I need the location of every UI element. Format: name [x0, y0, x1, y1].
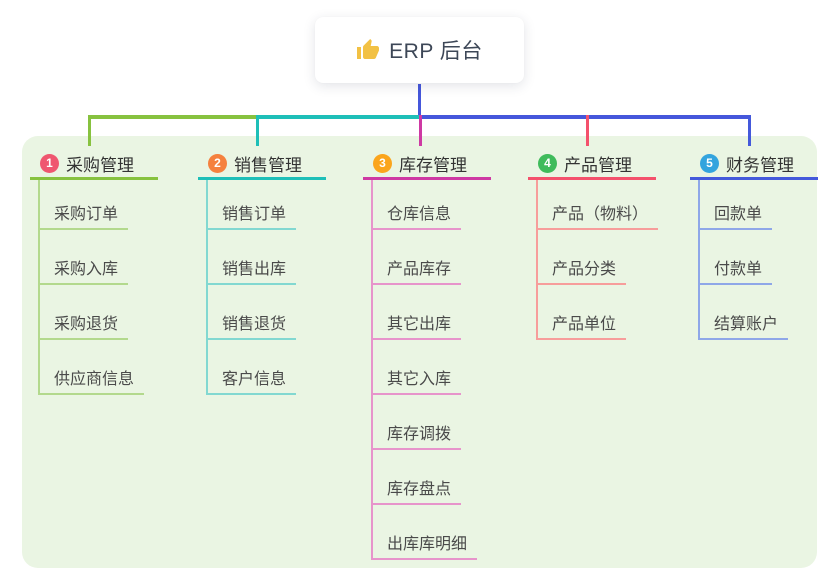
branch-number-badge: 3	[373, 154, 392, 173]
connector-bus-segment	[419, 115, 751, 119]
child-node[interactable]: 其它入库	[371, 370, 462, 395]
branch-title-label: 销售管理	[234, 156, 302, 175]
branch-number-badge: 2	[208, 154, 227, 173]
branch-title-node[interactable]: 1 采购管理	[30, 150, 158, 180]
mindmap-panel	[22, 136, 817, 568]
branch-number-badge: 4	[538, 154, 557, 173]
child-node[interactable]: 供应商信息	[38, 370, 145, 395]
child-node[interactable]: 库存盘点	[371, 480, 462, 505]
branch-rail	[536, 180, 538, 339]
connector-branch-drop	[256, 115, 259, 146]
branch-title-label: 产品管理	[564, 156, 632, 175]
branch-title-node[interactable]: 3 库存管理	[363, 150, 491, 180]
child-node[interactable]: 产品（物料）	[536, 205, 659, 230]
branch-rail	[698, 180, 700, 339]
child-node[interactable]: 销售退货	[206, 315, 297, 340]
root-node[interactable]: ERP 后台	[315, 17, 524, 83]
child-node[interactable]: 销售出库	[206, 260, 297, 285]
child-node[interactable]: 产品分类	[536, 260, 627, 285]
branch-title-label: 库存管理	[399, 156, 467, 175]
connector-branch-drop	[748, 115, 751, 146]
child-node[interactable]: 出库库明细	[371, 535, 478, 560]
child-node[interactable]: 回款单	[698, 205, 773, 230]
branch-title-node[interactable]: 4 产品管理	[528, 150, 656, 180]
child-node[interactable]: 结算账户	[698, 315, 789, 340]
branch-title-node[interactable]: 2 销售管理	[198, 150, 326, 180]
thumbs-up-icon	[357, 39, 380, 59]
child-node[interactable]: 采购退货	[38, 315, 129, 340]
branch-rail	[38, 180, 40, 394]
child-node[interactable]: 付款单	[698, 260, 773, 285]
child-node[interactable]: 采购入库	[38, 260, 129, 285]
child-node[interactable]: 客户信息	[206, 370, 297, 395]
connector-bus-segment	[256, 115, 419, 119]
connector-branch-drop	[419, 115, 422, 146]
child-node[interactable]: 其它出库	[371, 315, 462, 340]
connector-root-line	[418, 84, 421, 115]
branch-title-label: 采购管理	[66, 156, 134, 175]
connector-branch-drop	[88, 115, 91, 146]
child-node[interactable]: 库存调拨	[371, 425, 462, 450]
root-node-label: ERP 后台	[389, 40, 483, 63]
connector-bus-segment	[88, 115, 256, 119]
child-node[interactable]: 采购订单	[38, 205, 129, 230]
connector-branch-drop	[586, 115, 589, 146]
child-node[interactable]: 仓库信息	[371, 205, 462, 230]
branch-rail	[371, 180, 373, 559]
child-node[interactable]: 销售订单	[206, 205, 297, 230]
branch-number-badge: 1	[40, 154, 59, 173]
branch-title-node[interactable]: 5 财务管理	[690, 150, 818, 180]
child-node[interactable]: 产品单位	[536, 315, 627, 340]
branch-title-label: 财务管理	[726, 156, 794, 175]
branch-number-badge: 5	[700, 154, 719, 173]
child-node[interactable]: 产品库存	[371, 260, 462, 285]
branch-rail	[206, 180, 208, 394]
